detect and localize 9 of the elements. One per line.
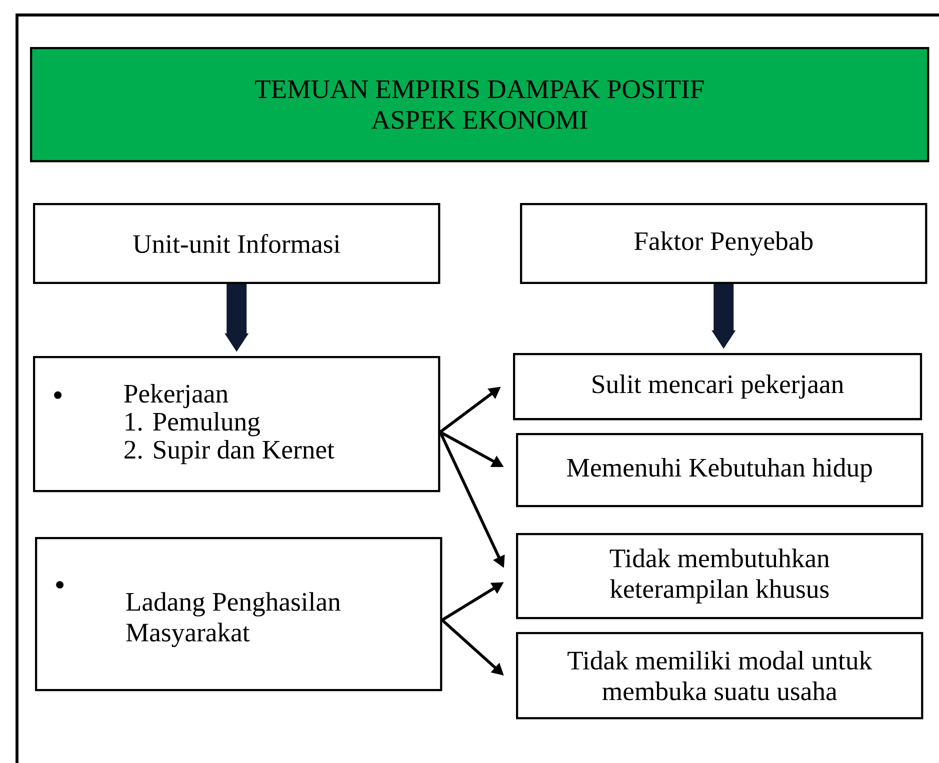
list-box: Pekerjaan 1. Pemulung 2. Supir dan Kernet xyxy=(33,356,440,492)
text-box: Tidak memiliki modal untuk membuka suatu usaha xyxy=(516,632,924,720)
text-box: Sulit mencari pekerjaan xyxy=(513,353,922,420)
text-box: Unit-unit Informasi xyxy=(33,203,440,284)
text-box: Tidak membutuhkan keterampilan khusus xyxy=(516,533,924,620)
list-box: Ladang Penghasilan Masyarakat xyxy=(35,537,442,692)
text-box: Memenuhi Kebutuhan hidup xyxy=(516,433,924,508)
text-box: Faktor Penyebab xyxy=(520,203,928,284)
title-banner: TEMUAN EMPIRIS DAMPAK POSITIF ASPEK EKONOMI xyxy=(30,47,930,162)
